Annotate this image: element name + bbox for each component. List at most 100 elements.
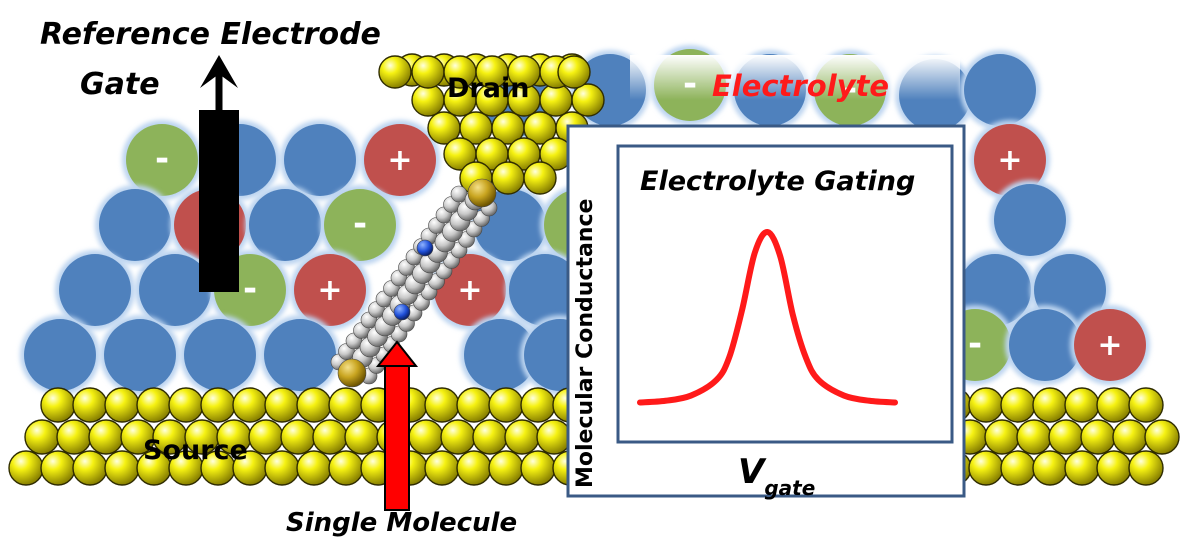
solvent-molecule — [460, 315, 540, 395]
gold-atom — [24, 419, 60, 455]
gold-atom — [312, 419, 348, 455]
gold-atom — [328, 450, 364, 486]
gold-atom — [72, 450, 108, 486]
gold-atom — [475, 83, 509, 117]
gold-atom — [411, 83, 445, 117]
single-molecule — [330, 178, 498, 388]
anion-ion: - — [122, 120, 202, 200]
ion-body — [24, 319, 96, 391]
gold-atom — [184, 419, 220, 455]
gold-atom — [56, 419, 92, 455]
gold-atom — [475, 55, 509, 89]
gold-atom — [491, 161, 525, 195]
gold-atom — [344, 419, 380, 455]
ion-body — [104, 319, 176, 391]
ion-body — [99, 189, 171, 261]
gold-atom — [296, 387, 332, 423]
ion-body — [1074, 309, 1146, 381]
gold-atom — [1128, 450, 1164, 486]
gold-atom — [1064, 450, 1100, 486]
solvent-molecule — [245, 185, 325, 265]
ion-body — [1009, 309, 1081, 381]
gold-atom — [40, 450, 76, 486]
gold-atom — [507, 83, 541, 117]
gold-atom — [504, 419, 540, 455]
gold-atom — [536, 419, 572, 455]
single-molecule-arrow — [375, 340, 419, 511]
gold-atom — [1016, 419, 1052, 455]
gold-atom — [248, 419, 284, 455]
gold-atom — [408, 419, 444, 455]
anion-ion: - — [320, 185, 400, 265]
gold-atom — [539, 83, 573, 117]
gold-atom — [968, 387, 1004, 423]
gold-atom — [1064, 387, 1100, 423]
gold-atom — [456, 387, 492, 423]
reference-electrode-bar — [199, 110, 239, 292]
solvent-molecule — [20, 315, 100, 395]
plus-sign: + — [997, 143, 1022, 178]
gold-atom — [232, 387, 268, 423]
gold-atom — [571, 83, 605, 117]
solvent-molecule — [260, 315, 340, 395]
nitrogen-atom — [416, 239, 434, 257]
ion-body — [249, 189, 321, 261]
gold-atom — [136, 387, 172, 423]
gold-atom — [424, 387, 460, 423]
gold-atom — [1128, 387, 1164, 423]
gold-atom — [232, 450, 268, 486]
plus-sign: + — [387, 143, 412, 178]
minus-sign: - — [155, 139, 169, 179]
ion-body — [974, 124, 1046, 196]
ion-body — [184, 319, 256, 391]
single-molecule-arrow-head — [375, 340, 419, 367]
gold-atom — [280, 419, 316, 455]
solvent-molecule — [180, 315, 260, 395]
cation-ion: + — [970, 120, 1050, 200]
minus-sign: - — [968, 324, 982, 364]
reference-electrode-arrow-head — [200, 55, 238, 88]
gold-atom — [152, 419, 188, 455]
gold-atom — [296, 450, 332, 486]
plus-sign: + — [457, 273, 482, 308]
gold-atom — [523, 161, 557, 195]
plus-sign: + — [317, 273, 342, 308]
gold-atom — [72, 387, 108, 423]
single-molecule-arrow-shaft — [384, 361, 410, 511]
gold-atom — [264, 387, 300, 423]
gold-atom — [472, 419, 508, 455]
gold-atom — [1096, 387, 1132, 423]
gold-atom — [1000, 387, 1036, 423]
cation-ion: + — [360, 120, 440, 200]
gold-atom — [440, 419, 476, 455]
plus-sign: + — [1097, 328, 1122, 363]
conductance-curve — [637, 229, 898, 406]
cation-ion: + — [1070, 305, 1150, 385]
sulfur-atom — [467, 178, 497, 208]
cation-ion: + — [290, 250, 370, 330]
gold-atom — [488, 387, 524, 423]
ion-body — [994, 184, 1066, 256]
ion-body — [364, 124, 436, 196]
ion-body — [324, 189, 396, 261]
gold-atom — [984, 419, 1020, 455]
gold-atom — [557, 55, 591, 89]
solvent-molecule — [990, 180, 1070, 260]
carbon-atom — [450, 185, 468, 203]
solvent-molecule — [135, 250, 215, 330]
gold-atom — [378, 55, 412, 89]
ion-body — [59, 254, 131, 326]
nitrogen-atom — [393, 303, 411, 321]
ion-body — [284, 124, 356, 196]
gold-atom — [136, 450, 172, 486]
solvent-molecule — [55, 250, 135, 330]
inset-plot-area — [616, 144, 954, 444]
gold-atom — [1080, 419, 1116, 455]
solvent-molecule — [1005, 305, 1085, 385]
solvent-molecule — [280, 120, 360, 200]
gold-atom — [456, 450, 492, 486]
reference-electrode-arrow — [199, 55, 239, 292]
gold-atom — [104, 387, 140, 423]
gold-atom — [1032, 450, 1068, 486]
